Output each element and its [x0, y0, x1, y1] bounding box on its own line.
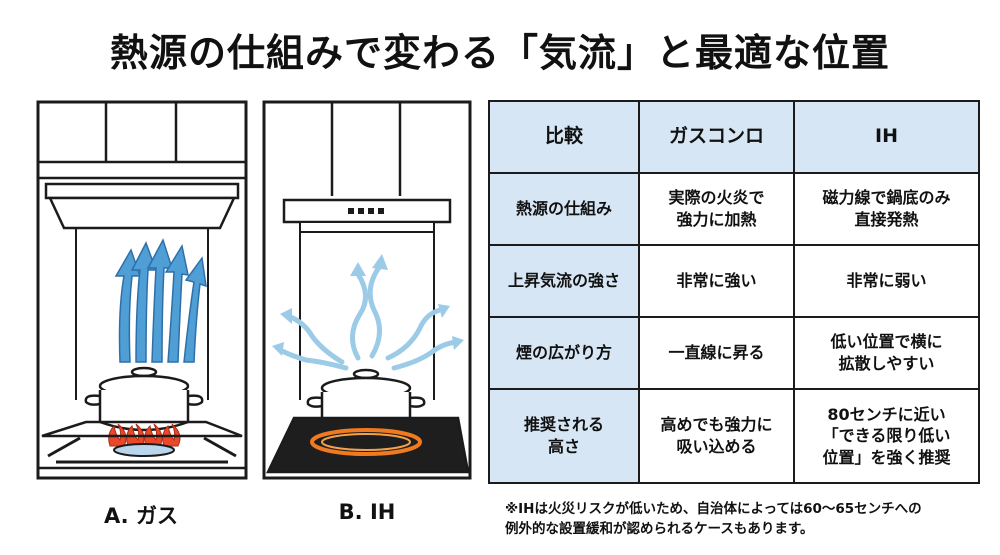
table-row: 推奨される高さ 高めでも強力に吸い込める 80センチに近い「できる限り低い位置」… [488, 388, 980, 484]
flame-icon [162, 423, 181, 447]
ih-caption: B. IH [338, 500, 396, 524]
comparison-table-wrap: 比較 ガスコンロ IH 熱源の仕組み 実際の火炎で強力に加熱 磁力線で鍋底のみ直… [488, 100, 980, 484]
flame-icon [108, 423, 127, 447]
gas-cell: 一直線に昇る [638, 316, 795, 390]
arrow-heads [272, 254, 464, 356]
footnote: ※IHは火災リスクが低いため、自治体によっては60～65センチへの例外的な設置緩… [505, 501, 922, 537]
table-row: 上昇気流の強さ 非常に強い 非常に弱い [488, 244, 980, 318]
wavy-arrow-icon [350, 271, 368, 361]
range-hood [44, 182, 240, 200]
arrow-up-icon [164, 243, 189, 363]
table-row: 熱源の仕組み 実際の火炎で強力に加熱 磁力線で鍋底のみ直接発熱 [488, 172, 980, 246]
page-title: 熱源の仕組みで変わる「気流」と最適な位置 [109, 31, 890, 75]
table-row: 煙の広がり方 一直線に昇る 低い位置で横に拡散しやすい [488, 316, 980, 390]
table-header-row: 比較 ガスコンロ IH [488, 100, 980, 174]
comparison-table: 比較 ガスコンロ IH 熱源の仕組み 実際の火炎で強力に加熱 磁力線で鍋底のみ直… [488, 100, 980, 484]
ih-heating-ring-inner [321, 433, 411, 451]
wavy-arrow-icon [391, 339, 459, 371]
ih-cell: 低い位置で横に拡散しやすい [793, 316, 980, 390]
row-label: 煙の広がり方 [488, 316, 640, 390]
arrow-up-icon [146, 238, 174, 363]
gas-caption: A. ガス [104, 504, 178, 528]
gas-cell: 高めでも強力に吸い込める [638, 388, 795, 484]
wavy-arrow-icon [285, 313, 345, 365]
wavy-arrow-icon [277, 347, 349, 371]
diffuse-airflow [277, 263, 459, 371]
ih-kitchen-svg [262, 100, 472, 480]
arrow-up-icon [183, 256, 207, 363]
gas-grate [47, 436, 237, 464]
flame-icon [126, 423, 145, 447]
row-label: 熱源の仕組み [488, 172, 640, 246]
gas-burner [113, 443, 175, 457]
wavy-arrow-icon [367, 263, 383, 359]
ih-illustration [262, 100, 472, 480]
gas-illustration [36, 100, 248, 480]
range-hood [282, 198, 452, 224]
ih-cell: 80センチに近い「できる限り低い位置」を強く推奨 [793, 388, 980, 484]
row-label: 推奨される高さ [488, 388, 640, 484]
ih-cooktop [266, 416, 470, 474]
row-label: 上昇気流の強さ [488, 244, 640, 318]
ih-cell: 非常に弱い [793, 244, 980, 318]
ih-heating-ring [310, 428, 422, 456]
range-hood-bottom [299, 221, 435, 233]
gas-cell: 実際の火炎で強力に加熱 [638, 172, 795, 246]
updraft-arrows [114, 238, 207, 363]
hood-buttons [348, 208, 384, 214]
range-hood-bottom [48, 196, 236, 230]
gas-cell: 非常に強い [638, 244, 795, 318]
header-ih: IH [793, 100, 980, 174]
header-compare: 比較 [488, 100, 640, 174]
ih-cell: 磁力線で鍋底のみ直接発熱 [793, 172, 980, 246]
gas-flames [108, 423, 181, 447]
arrow-up-icon [130, 241, 158, 363]
wavy-arrow-icon [385, 307, 443, 361]
stove-top [41, 420, 243, 438]
flame-icon [144, 423, 163, 447]
pot [84, 366, 204, 432]
header-gas: ガスコンロ [638, 100, 795, 174]
gas-kitchen-svg [36, 100, 248, 480]
